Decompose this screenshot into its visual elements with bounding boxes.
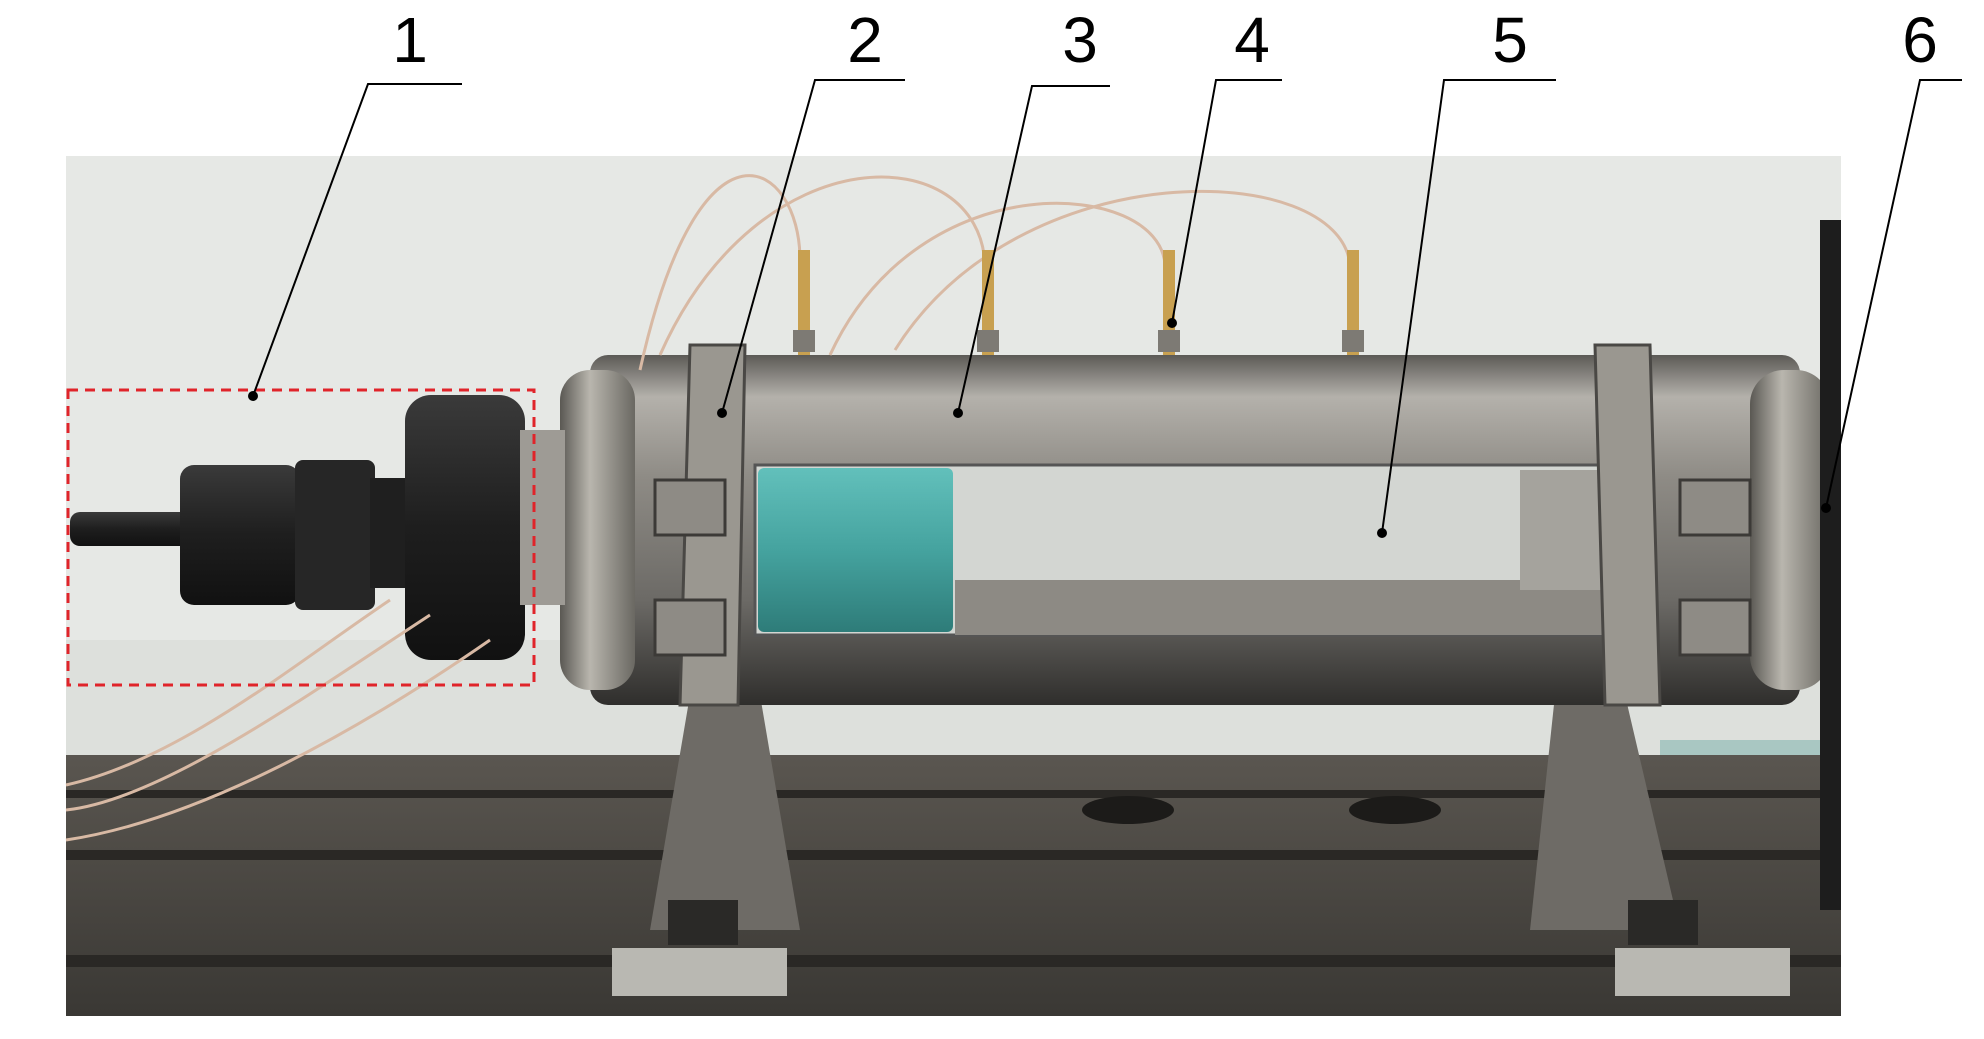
right-reaction-plate [1820,220,1841,910]
leader-dot-2 [717,408,727,418]
table-slot [66,850,1841,860]
piston-thread [295,460,375,610]
leader-dots [248,318,1831,538]
right-stand-leg [1530,695,1680,930]
pressure-sensors [793,250,1364,355]
leader-dot-1 [248,391,258,401]
right-stand-base [1615,948,1790,996]
right-end-cap [1750,370,1830,690]
callout-label-6: 6 [1902,4,1938,76]
piston-rod [70,512,190,546]
table-slot [66,955,1841,967]
leader-line-2 [721,79,905,414]
callout-label-4: 4 [1234,4,1270,76]
left-stand-base [612,948,787,996]
right-stand-foot [1628,900,1698,945]
table-slot [66,790,1841,798]
table-hole [1082,796,1174,824]
left-stand-foot [668,900,738,945]
callout-label-1: 1 [392,4,428,76]
right-clamp-nut [1678,598,1752,657]
leader-line-6 [1825,79,1962,509]
leader-line-3 [957,85,1110,414]
piston-head [180,465,300,605]
piston-connector [520,430,565,605]
leader-dot-5 [1377,528,1387,538]
callout-label-2: 2 [847,4,883,76]
piston-flange [405,395,525,660]
callout-label-3: 3 [1062,4,1098,76]
teal-sample [758,468,953,632]
right-clamp-nut [1678,478,1752,537]
left-end-cap [560,370,635,690]
piston-highlight-box [66,388,536,687]
leader-line-4 [1171,79,1282,324]
left-clamp-nut [653,598,727,657]
leader-lines [252,79,1962,534]
left-clamp-nut [653,478,727,537]
leader-dot-6 [1821,503,1831,513]
table-hole [1349,796,1441,824]
callout-label-5: 5 [1492,4,1528,76]
leader-line-1 [252,83,462,397]
left-stand-leg [650,695,800,930]
window-floor [955,580,1620,635]
photo [65,156,1841,1016]
leader-dot-4 [1167,318,1177,328]
leader-dot-3 [953,408,963,418]
right-clamp-band [1593,343,1662,707]
leader-line-5 [1381,79,1556,534]
sensor-cables [65,174,1352,842]
